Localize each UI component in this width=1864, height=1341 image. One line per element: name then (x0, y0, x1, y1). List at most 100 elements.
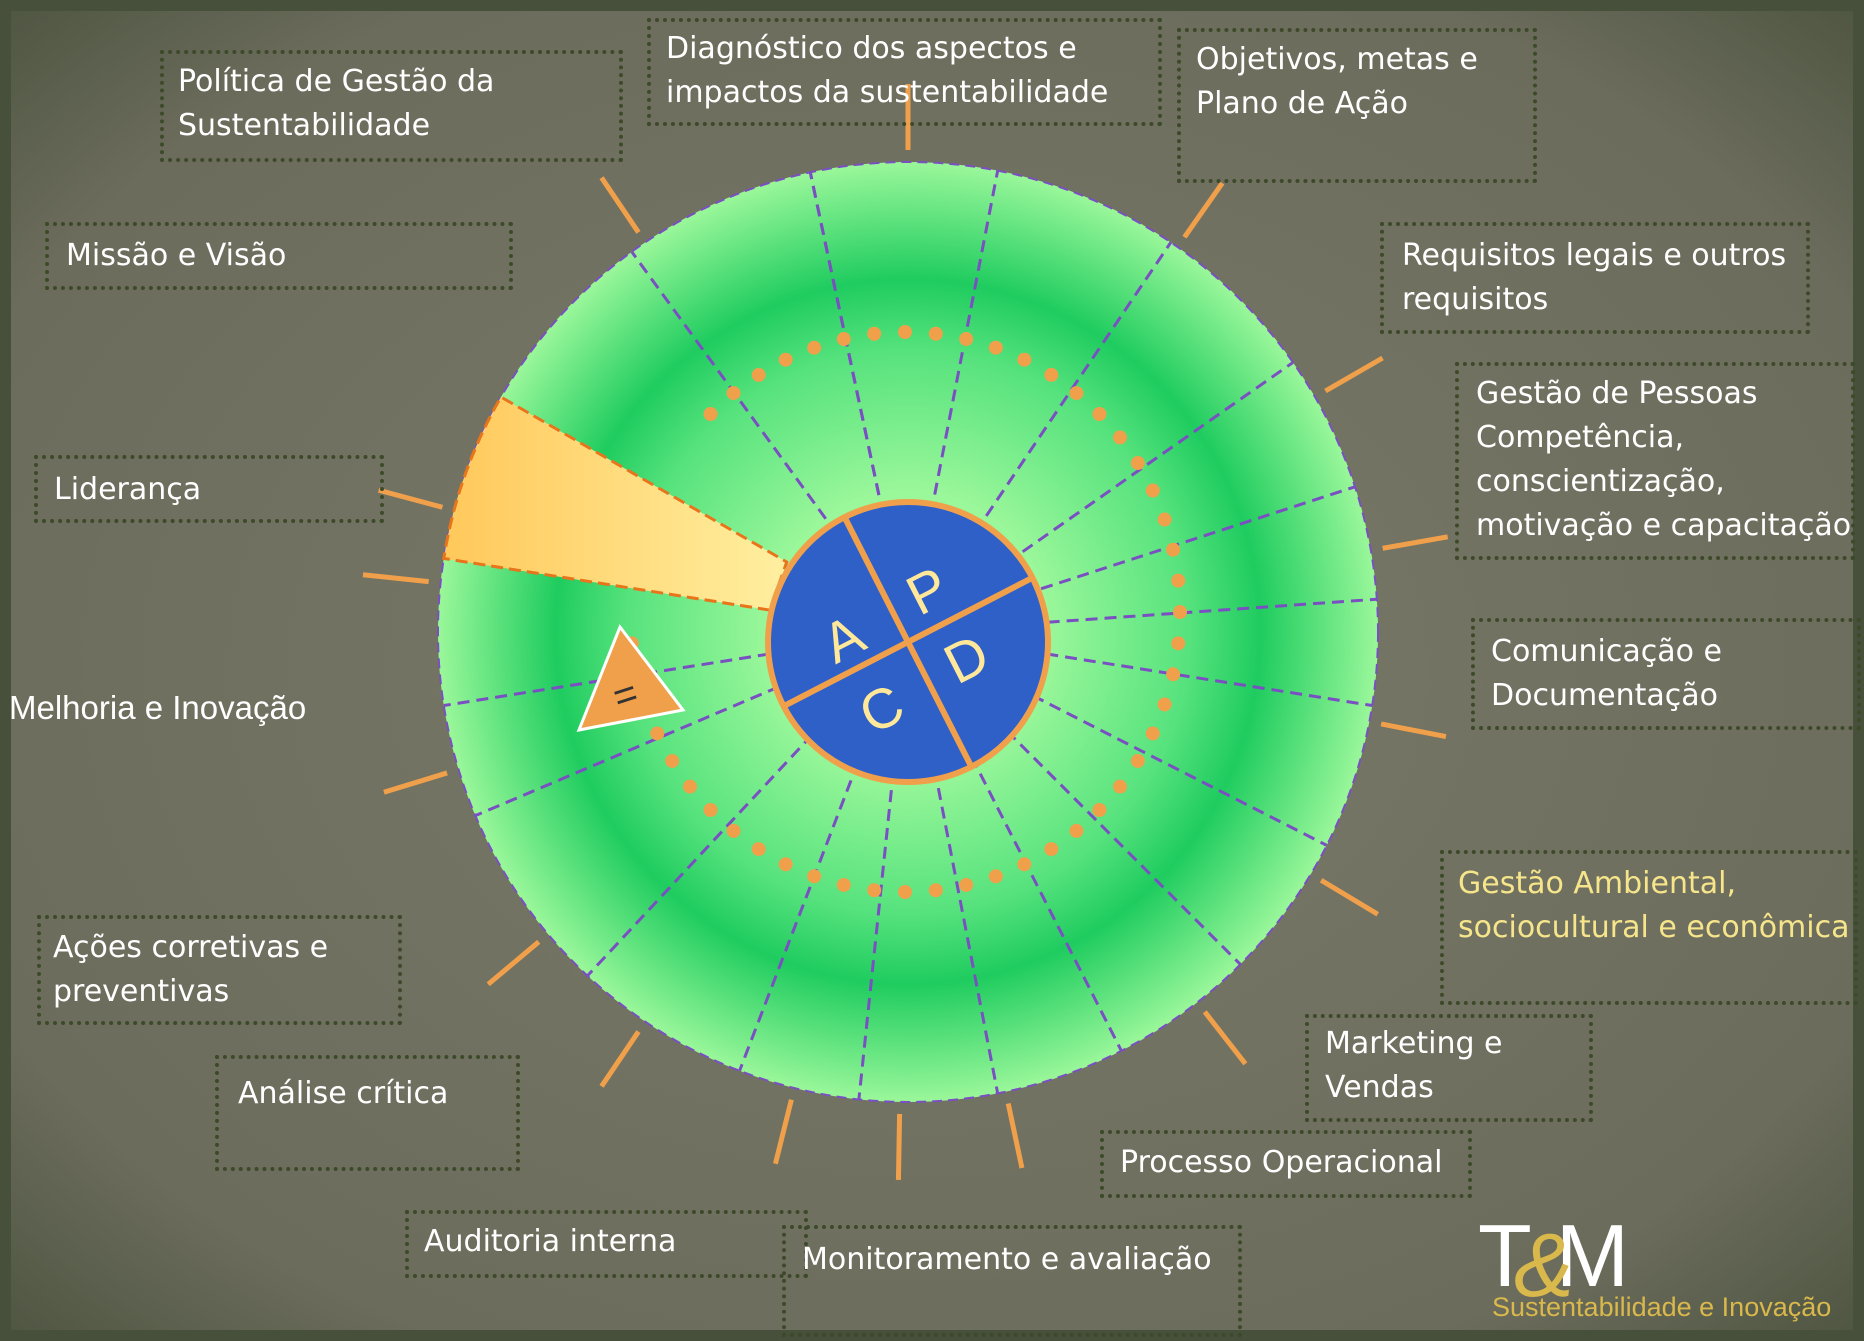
tm-logo: T&M (1478, 1206, 1629, 1316)
connector-tick (895, 1113, 903, 1180)
wedge-divider (933, 769, 1000, 1094)
cycle-dot (898, 885, 912, 899)
cycle-dot (778, 857, 793, 872)
connector-tick (1005, 1102, 1025, 1169)
label-politica: Política de Gestão da Sustentabilidade (178, 64, 495, 143)
label-pessoas: Gestão de Pessoas Competência, conscient… (1476, 376, 1852, 543)
wedge-divider (808, 171, 881, 496)
cycle-dot (1171, 636, 1186, 651)
cycle-dot (1145, 483, 1160, 498)
label-lideranca: Liderança (54, 472, 202, 507)
cycle-dot (778, 352, 793, 367)
cycle-dot (751, 367, 766, 382)
label-analise: Análise crítica (238, 1076, 449, 1111)
cycle-dot (928, 883, 943, 898)
cycle-dot (1113, 779, 1128, 794)
wedge-divider (1040, 485, 1356, 591)
cycle-dot (1069, 386, 1084, 401)
cycle-dot (1017, 857, 1032, 872)
wedge-divider (630, 250, 827, 520)
cycle-dot (928, 326, 943, 341)
connector-tick (773, 1099, 794, 1165)
connector-tick (1382, 534, 1449, 551)
cycle-dot (807, 340, 822, 355)
label-processo: Processo Operacional (1120, 1145, 1443, 1180)
wedge-divider (1046, 652, 1373, 708)
label-comunicacao: Comunicação e Documentação (1491, 634, 1722, 713)
cycle-dot (1145, 726, 1160, 741)
wedge-divider (970, 756, 1123, 1052)
label-box-pessoas (1455, 362, 1855, 560)
wedge-divider (985, 241, 1173, 517)
cycle-dot (1017, 352, 1032, 367)
pdca-center: P D C A (765, 499, 1051, 785)
cycle-dot (1171, 573, 1186, 588)
label-box-auditoria (405, 1210, 808, 1278)
cycle-dot (1044, 842, 1059, 857)
cycle-dot (682, 779, 697, 794)
cycle-dot (1130, 753, 1145, 768)
cycle-dot (1044, 367, 1059, 382)
connector-tick (1202, 1010, 1248, 1066)
connector-tick (1319, 878, 1380, 917)
cycle-dot (959, 877, 974, 892)
label-box-acoes (37, 915, 402, 1025)
cycle-dot (665, 753, 680, 768)
highlight-wedge-lideranca (442, 394, 789, 612)
label-objetivos: Objetivos, metas e Plano de Ação (1196, 42, 1478, 121)
cycle-arrow: = (576, 623, 686, 732)
cycle-dot (836, 332, 851, 347)
cycle-dot (988, 869, 1003, 884)
label-box-objetivos (1177, 28, 1537, 183)
label-box-processo (1100, 1130, 1472, 1198)
label-monitoramento: Monitoramento e avaliação (802, 1242, 1212, 1277)
cycle-dot (703, 407, 718, 422)
cycle-dot (807, 869, 822, 884)
label-melhoria: Melhoria e Inovação (9, 689, 307, 726)
cycle-dot (1157, 512, 1172, 527)
wedge-divider (1005, 729, 1242, 966)
connector-tick (1380, 721, 1447, 740)
cycle-dot (959, 332, 974, 347)
cycle-dot (726, 386, 741, 401)
cycle-dot (1173, 605, 1187, 619)
wedge-divider (443, 652, 770, 708)
label-gestao-ambiental: Gestão Ambiental, sociocultural e econôm… (1458, 866, 1850, 945)
connector-tick (383, 770, 448, 795)
label-diagnostico: Diagnóstico dos aspectos e impactos da s… (666, 31, 1109, 110)
label-acoes: Ações corretivas e preventivas (53, 930, 329, 1009)
label-box-analise (215, 1055, 520, 1171)
cycle-dot (1069, 823, 1084, 838)
cycle-dot (1092, 407, 1107, 422)
cycle-dot (867, 883, 882, 898)
cycle-dot (1166, 667, 1181, 682)
cycle-dot (1166, 542, 1181, 557)
wedge-divider (474, 685, 780, 818)
cycle-dot (1157, 697, 1172, 712)
cycle-dot (988, 340, 1003, 355)
connector-tick (1324, 355, 1384, 394)
cycle-dot (1092, 802, 1107, 817)
label-box-diagnostico (647, 18, 1162, 126)
connector-tick (486, 939, 541, 987)
wedge-divider (1047, 597, 1377, 624)
label-box-marketing (1305, 1014, 1593, 1122)
connector-tick (378, 487, 444, 510)
connector-tick (599, 1030, 641, 1088)
cycle-dot (867, 326, 882, 341)
cycle-dot (751, 842, 766, 857)
label-requisitos: Requisitos legais e outros requisitos (1402, 238, 1787, 317)
label-missao: Missão e Visão (66, 238, 287, 273)
wedge-divider (1021, 361, 1294, 553)
label-box-gestao-ambiental (1440, 850, 1858, 1005)
connector-tick (1182, 181, 1225, 239)
label-box-politica (160, 50, 623, 162)
wedge-divider (933, 170, 1000, 495)
wedge-divider (586, 733, 814, 977)
cycle-dot (836, 877, 851, 892)
cycle-dot (703, 802, 718, 817)
cycle-dot (1130, 456, 1145, 471)
wedge-divider (738, 762, 860, 1072)
